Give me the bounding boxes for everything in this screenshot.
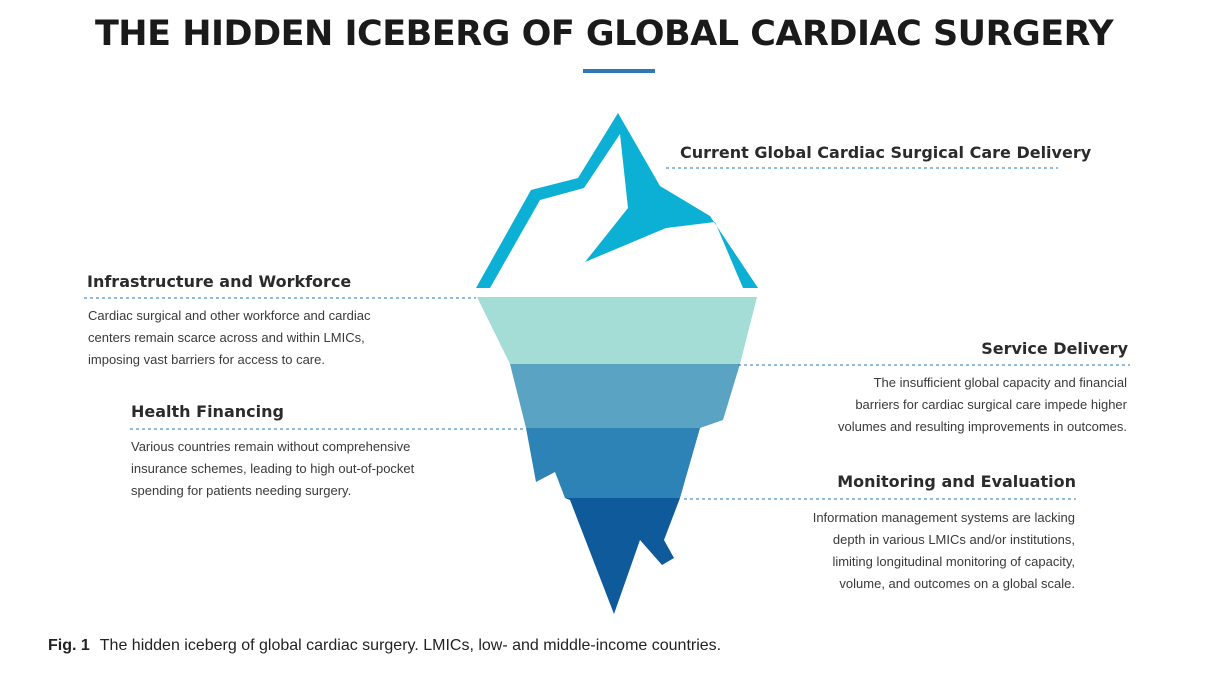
label-service-delivery: Service Delivery <box>981 339 1128 358</box>
desc-service-delivery: The insufficient global capacity and fin… <box>780 372 1127 438</box>
desc-line: Information management systems are lacki… <box>812 510 1075 525</box>
iceberg-layer-service-delivery <box>510 364 740 428</box>
desc-line: centers remain scarce across and within … <box>88 330 365 345</box>
label-monitoring: Monitoring and Evaluation <box>837 472 1076 491</box>
iceberg-layer-monitoring <box>565 498 680 614</box>
desc-line: barriers for cardiac surgical care imped… <box>855 397 1127 412</box>
page-title: THE HIDDEN ICEBERG OF GLOBAL CARDIAC SUR… <box>94 14 1114 54</box>
title-underline <box>583 69 655 73</box>
iceberg-layer-infrastructure <box>477 297 757 364</box>
desc-line: The insufficient global capacity and fin… <box>873 375 1127 390</box>
caption-text: The hidden iceberg of global cardiac sur… <box>99 637 722 654</box>
desc-line: volume, and outcomes on a global scale. <box>839 576 1075 591</box>
caption-label: Fig. 1 <box>48 637 90 654</box>
desc-health-financing: Various countries remain without compreh… <box>131 436 471 502</box>
desc-line: Cardiac surgical and other workforce and… <box>88 308 371 323</box>
label-infrastructure: Infrastructure and Workforce <box>87 272 352 291</box>
iceberg-tip <box>476 113 758 288</box>
figure-caption: Fig. 1 The hidden iceberg of global cardi… <box>48 637 721 655</box>
desc-line: depth in various LMICs and/or institutio… <box>832 532 1075 547</box>
desc-line: limiting longitudinal monitoring of capa… <box>832 554 1075 569</box>
desc-line: Various countries remain without compreh… <box>131 439 411 454</box>
desc-monitoring: Information management systems are lacki… <box>720 507 1075 595</box>
desc-line: spending for patients needing surgery. <box>131 483 352 498</box>
desc-line: insurance schemes, leading to high out-o… <box>131 461 415 476</box>
desc-infrastructure: Cardiac surgical and other workforce and… <box>88 305 428 371</box>
desc-line: volumes and resulting improvements in ou… <box>837 419 1127 434</box>
desc-line: imposing vast barriers for access to car… <box>88 352 325 367</box>
iceberg-layer-health-financing <box>526 428 700 498</box>
label-health-financing: Health Financing <box>131 402 284 421</box>
label-current-delivery: Current Global Cardiac Surgical Care Del… <box>680 143 1092 162</box>
